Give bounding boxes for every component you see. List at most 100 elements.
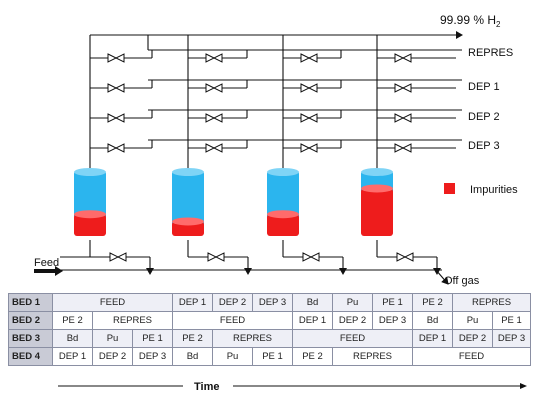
- bed-2-top-cap: [172, 168, 204, 176]
- schedule-step-cell: PE 1: [372, 293, 413, 312]
- schedule-step-cell: PE 2: [292, 347, 333, 366]
- schedule-step-cell: Bd: [172, 347, 213, 366]
- bed-2-impurity-front: [172, 217, 204, 226]
- repres-valve-bed-2[interactable]: [205, 53, 223, 63]
- schedule-step-cell: DEP 1: [172, 293, 213, 312]
- dep1-valve-bed-3[interactable]: [300, 83, 318, 93]
- schedule-step-cell: REPRES: [212, 329, 293, 348]
- bed-4-top-cap: [361, 168, 393, 176]
- bed-3-impurity-front: [267, 210, 299, 219]
- repres-valve-bed-3[interactable]: [300, 53, 318, 63]
- dep3-valve-bed-2[interactable]: [205, 143, 223, 153]
- schedule-step-cell: FEED: [411, 347, 532, 366]
- schedule-step-cell: Bd: [292, 293, 333, 312]
- schedule-step-cell: REPRES: [451, 293, 532, 312]
- schedule-step-cell: Pu: [92, 329, 133, 348]
- dep3-valve-bed-4[interactable]: [394, 143, 412, 153]
- dep3-valve-bed-3[interactable]: [300, 143, 318, 153]
- schedule-step-cell: DEP 1: [52, 347, 93, 366]
- schedule-step-cell: PE 1: [491, 311, 532, 330]
- bed-4-offgas-valve[interactable]: [396, 252, 414, 262]
- bed-2-offgas-valve[interactable]: [207, 252, 225, 262]
- schedule-step-cell: PE 1: [252, 347, 293, 366]
- schedule-step-cell: Bd: [52, 329, 93, 348]
- schedule-step-cell: Pu: [332, 293, 373, 312]
- feed-arrowhead: [55, 266, 63, 276]
- adsorber-bed-4: [361, 168, 393, 236]
- offgas-outlet-line: [435, 269, 449, 285]
- bed-1-impurity-front: [74, 210, 106, 219]
- impurities-legend-swatch: [444, 183, 455, 194]
- adsorber-bed-1: [74, 168, 106, 236]
- dep2-valve-bed-4[interactable]: [394, 113, 412, 123]
- bed-1-impurity-fill: [74, 214, 106, 236]
- schedule-step-cell: PE 2: [412, 293, 453, 312]
- valve-group: [107, 53, 414, 262]
- schedule-step-cell: DEP 2: [92, 347, 133, 366]
- bed-3-offgas-valve[interactable]: [302, 252, 320, 262]
- product-label: 99.99 % H2: [440, 13, 501, 29]
- schedule-step-cell: DEP 1: [412, 329, 453, 348]
- schedule-bed-label: BED 4: [8, 347, 53, 366]
- piping-network: [60, 31, 463, 285]
- bed-2-impurity-fill: [172, 221, 204, 236]
- schedule-step-cell: DEP 3: [372, 311, 413, 330]
- bed-1-offgas-valve[interactable]: [109, 252, 127, 262]
- offgas-label: Off gas: [444, 275, 480, 287]
- dep2-valve-bed-3[interactable]: [300, 113, 318, 123]
- schedule-step-cell: FEED: [52, 293, 173, 312]
- schedule-step-cell: Pu: [452, 311, 493, 330]
- bed-1-top-cap: [74, 168, 106, 176]
- dep2-valve-bed-2[interactable]: [205, 113, 223, 123]
- feed-label: Feed: [34, 257, 59, 269]
- schedule-step-cell: FEED: [292, 329, 413, 348]
- schedule-step-cell: REPRES: [332, 347, 413, 366]
- schedule-step-cell: REPRES: [92, 311, 173, 330]
- adsorber-beds: [74, 168, 393, 236]
- schedule-step-cell: DEP 2: [452, 329, 493, 348]
- time-axis-label: Time: [194, 381, 219, 393]
- schedule-step-cell: DEP 3: [132, 347, 173, 366]
- schedule-step-cell: DEP 2: [212, 293, 253, 312]
- time-axis: Time: [58, 381, 527, 393]
- impurities-legend-label: Impurities: [470, 184, 518, 196]
- repres-label: REPRES: [468, 47, 513, 59]
- dep1-valve-bed-4[interactable]: [394, 83, 412, 93]
- dep2-label: DEP 2: [468, 111, 500, 123]
- time-axis-arrowhead: [520, 383, 527, 389]
- adsorber-bed-3: [267, 168, 299, 236]
- dep1-valve-bed-2[interactable]: [205, 83, 223, 93]
- schedule-step-cell: Bd: [412, 311, 453, 330]
- schedule-step-cell: PE 2: [172, 329, 213, 348]
- bed-3-impurity-fill: [267, 214, 299, 236]
- dep3-label: DEP 3: [468, 140, 500, 152]
- dep1-label: DEP 1: [468, 81, 500, 93]
- schedule-step-cell: DEP 2: [332, 311, 373, 330]
- schedule-step-cell: DEP 3: [491, 329, 532, 348]
- schedule-bed-label: BED 1: [8, 293, 53, 312]
- dep3-valve-bed-1[interactable]: [107, 143, 125, 153]
- schedule-step-cell: PE 2: [52, 311, 93, 330]
- schedule-bed-label: BED 3: [8, 329, 53, 348]
- repres-valve-bed-1[interactable]: [107, 53, 125, 63]
- bed-4-impurity-fill: [361, 188, 393, 236]
- bed-4-impurity-front: [361, 184, 393, 193]
- schedule-step-cell: DEP 3: [252, 293, 293, 312]
- dep1-valve-bed-1[interactable]: [107, 83, 125, 93]
- repres-valve-bed-4[interactable]: [394, 53, 412, 63]
- adsorber-bed-2: [172, 168, 204, 236]
- schedule-step-cell: DEP 1: [292, 311, 333, 330]
- dep2-valve-bed-1[interactable]: [107, 113, 125, 123]
- schedule-step-cell: Pu: [212, 347, 253, 366]
- bed-3-top-cap: [267, 168, 299, 176]
- schedule-bed-label: BED 2: [8, 311, 53, 330]
- schedule-step-cell: PE 1: [132, 329, 173, 348]
- schedule-step-cell: FEED: [172, 311, 293, 330]
